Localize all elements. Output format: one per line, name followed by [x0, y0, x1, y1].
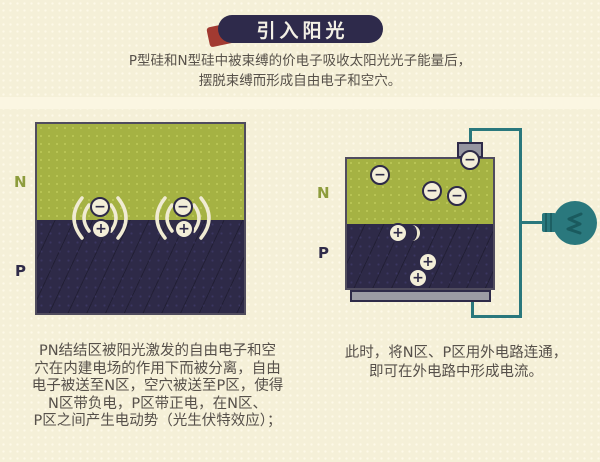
electron-symbol: − [451, 188, 463, 204]
n-region-label-left: N [14, 173, 27, 191]
caption-line: 电子被送至N区，空穴被送至P区，使得 [31, 378, 284, 394]
electron-symbol: − [177, 199, 189, 215]
n-region-label-right: N [317, 184, 330, 202]
electron-symbol: − [464, 152, 476, 168]
circuit-wire [469, 128, 472, 144]
electron-symbol: − [94, 199, 106, 215]
electron-icon: − [90, 197, 110, 217]
hole-icon: + [91, 219, 111, 239]
caption-line: 即可在外电路中形成电流。 [369, 364, 543, 380]
hole-icon: + [388, 223, 408, 243]
p-region-label-left: P [15, 262, 26, 280]
hole-symbol: + [178, 221, 190, 237]
electron-icon: − [460, 150, 480, 170]
hole-icon: + [174, 219, 194, 239]
electron-icon: − [422, 181, 442, 201]
caption-left: PN结结区被阳光激发的自由电子和空 穴在内建电场的作用下而被分离，自由 电子被送… [10, 343, 305, 431]
electron-icon: − [370, 165, 390, 185]
hole-symbol: + [95, 221, 107, 237]
hole-symbol: + [392, 225, 404, 241]
electron-hole-pair: − + [143, 192, 223, 244]
light-bulb-icon [553, 201, 597, 245]
circuit-wire [522, 221, 544, 224]
caption-line: PN结结区被阳光激发的自由电子和空 [38, 343, 277, 359]
bottom-electrode [350, 290, 491, 302]
vibration-arcs-icon [155, 196, 211, 240]
bulb-screw-base [542, 213, 556, 232]
hole-symbol: + [412, 270, 424, 286]
electron-symbol: − [374, 167, 386, 183]
caption-line: N区带负电，P区带正电，在N区、 [48, 395, 267, 412]
circuit-wire [519, 128, 522, 318]
hole-icon: + [408, 268, 428, 288]
n-region [37, 124, 244, 220]
electron-icon: − [173, 197, 193, 217]
title-banner: 引入阳光 [218, 15, 383, 43]
vibration-arcs-icon [72, 196, 128, 240]
hole-symbol: + [422, 254, 434, 270]
hole-icon: + [418, 252, 438, 272]
caption-line: P区之间产生电动势（光生伏特效应）； [33, 413, 282, 429]
caption-line: 此时，将N区、P区用外电路连通， [344, 345, 568, 361]
intro-line: 摆脱束缚而形成自由电子和空穴。 [198, 73, 402, 89]
pn-junction-box [35, 122, 246, 315]
circuit-wire [471, 302, 474, 318]
page-title: 引入阳光 [256, 19, 349, 42]
electron-hole-pair: − + [60, 192, 140, 244]
caption-line: 穴在内建电场的作用下而被分离，自由 [34, 360, 281, 377]
intro-line: P型硅和N型硅中被束缚的价电子吸收太阳光光子能量后， [128, 53, 472, 69]
electron-symbol: − [426, 183, 438, 199]
circuit-wire [472, 315, 522, 318]
p-region-label-right: P [318, 244, 329, 262]
intro-text: P型硅和N型硅中被束缚的价电子吸收太阳光光子能量后， 摆脱束缚而形成自由电子和空… [0, 51, 600, 91]
p-region [37, 220, 244, 313]
caption-right: 此时，将N区、P区用外电路连通， 即可在外电路中形成电流。 [322, 344, 590, 382]
section-divider-band [0, 97, 600, 109]
motion-arc-icon [410, 225, 420, 241]
bulb-filament-icon [566, 212, 583, 235]
electron-icon: − [447, 186, 467, 206]
circuit-wire [469, 128, 522, 131]
